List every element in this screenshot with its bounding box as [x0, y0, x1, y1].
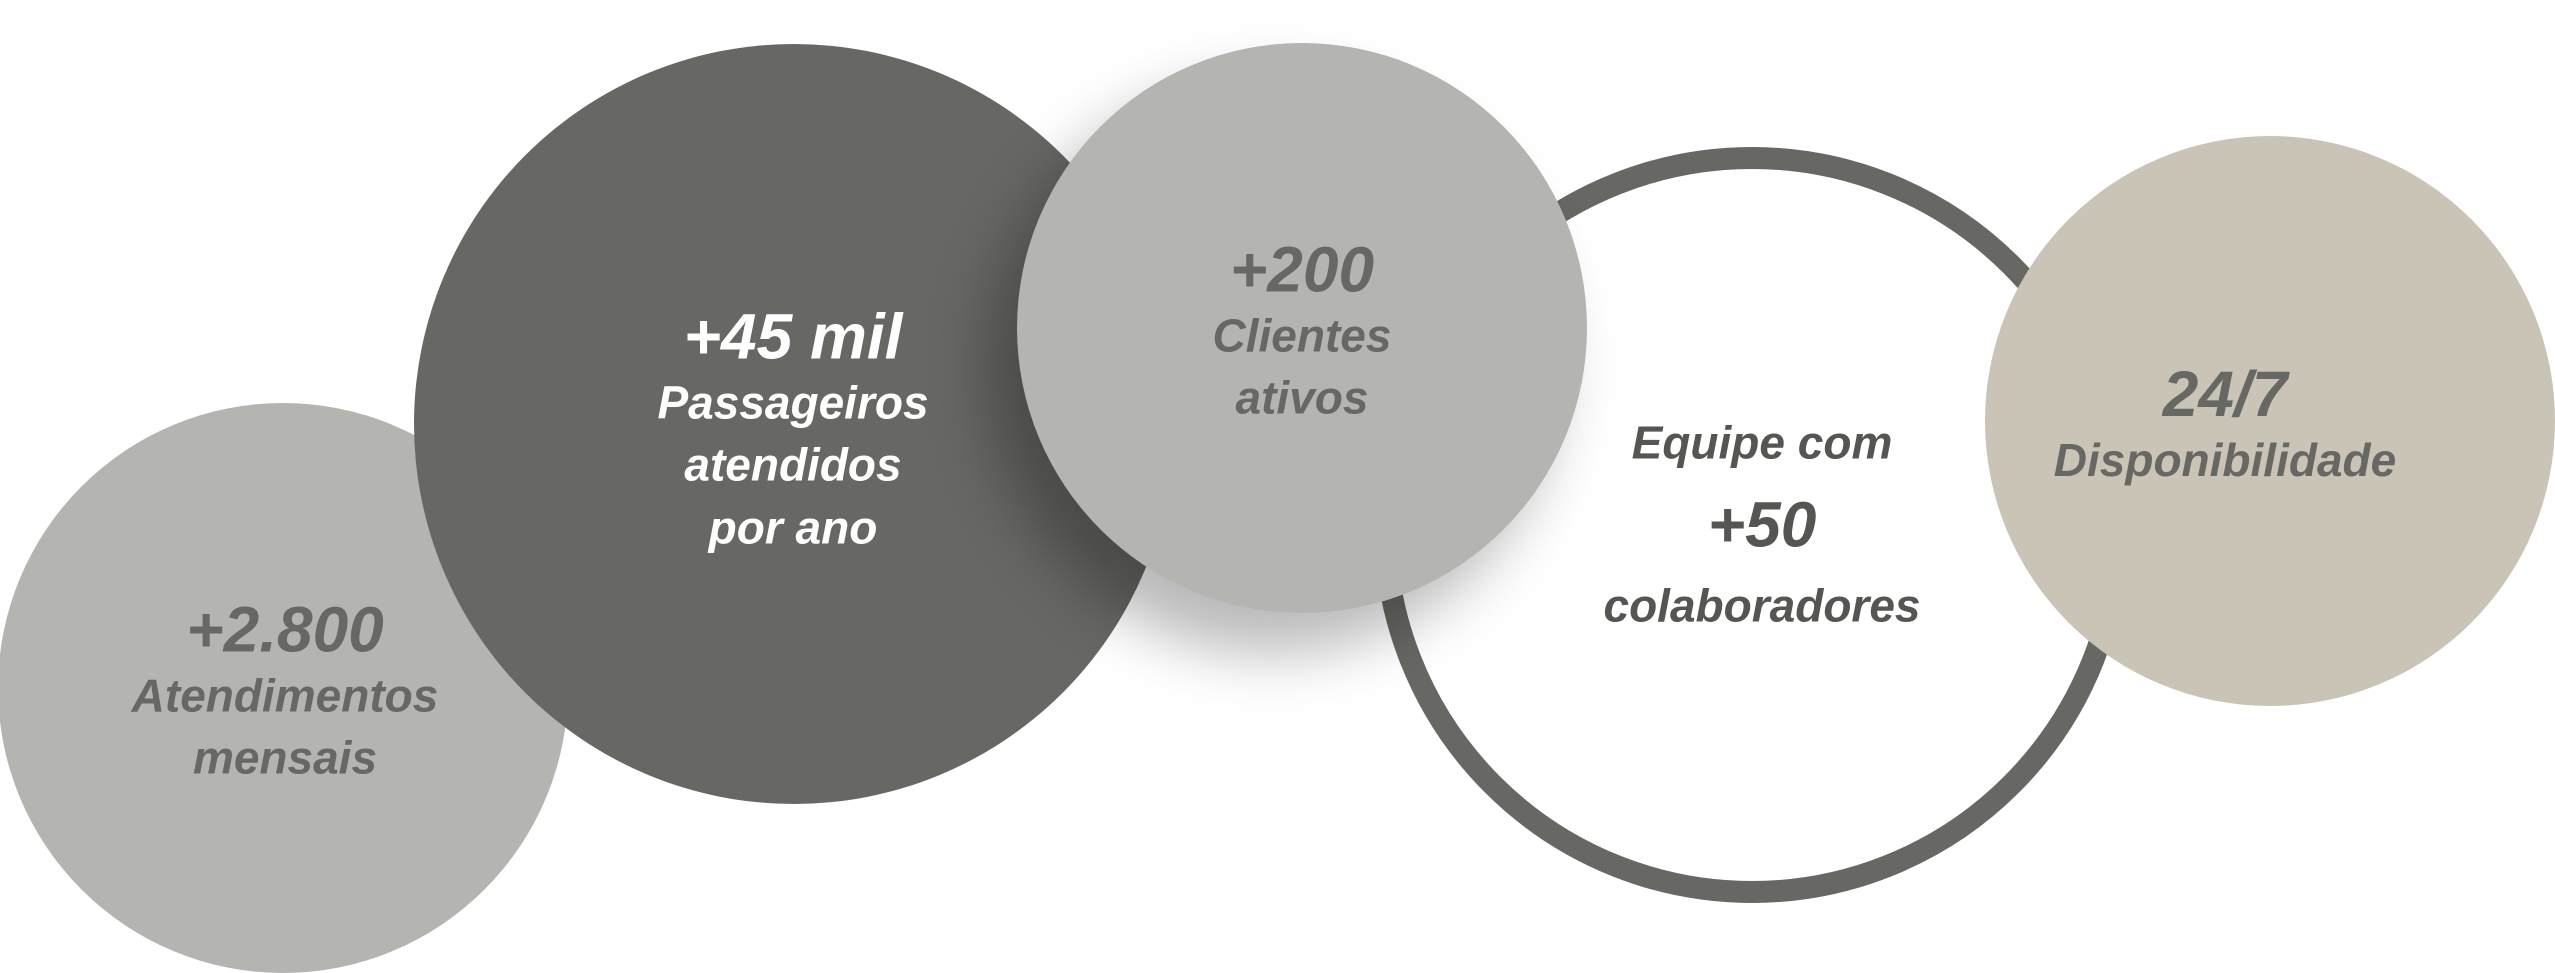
stat-value: 24/7	[2162, 357, 2288, 430]
stat-disponibilidade: 24/7 Disponibilidade	[2053, 357, 2397, 491]
stat-clientes: +200 Clientes ativos	[1212, 233, 1392, 430]
circle-clientes	[1017, 43, 1587, 613]
stat-value: +45 mil	[683, 300, 903, 373]
stat-prefix: Equipe com	[1631, 416, 1893, 469]
stat-atendimentos: +2.800 Atendimentos mensais	[131, 593, 439, 790]
stat-label: atendidos	[684, 439, 902, 492]
stat-label: por ano	[708, 501, 878, 554]
stat-colaboradores: Equipe com +50 colaboradores	[1604, 407, 1921, 644]
stat-label: Clientes	[1212, 310, 1392, 363]
stat-value: +50	[1707, 488, 1817, 561]
stat-value: +2.800	[186, 593, 384, 666]
stat-label: mensais	[192, 732, 378, 785]
stat-label: colaboradores	[1603, 579, 1921, 632]
stat-passageiros: +45 mil Passageiros atendidos por ano	[657, 300, 929, 559]
stat-label: Disponibilidade	[2053, 434, 2397, 487]
stat-label: Atendimentos	[131, 670, 439, 723]
circle-disponibilidade	[1985, 136, 2555, 706]
stat-value: +200	[1229, 233, 1375, 306]
stat-label: Passageiros	[657, 377, 929, 430]
stat-label: ativos	[1235, 372, 1369, 425]
